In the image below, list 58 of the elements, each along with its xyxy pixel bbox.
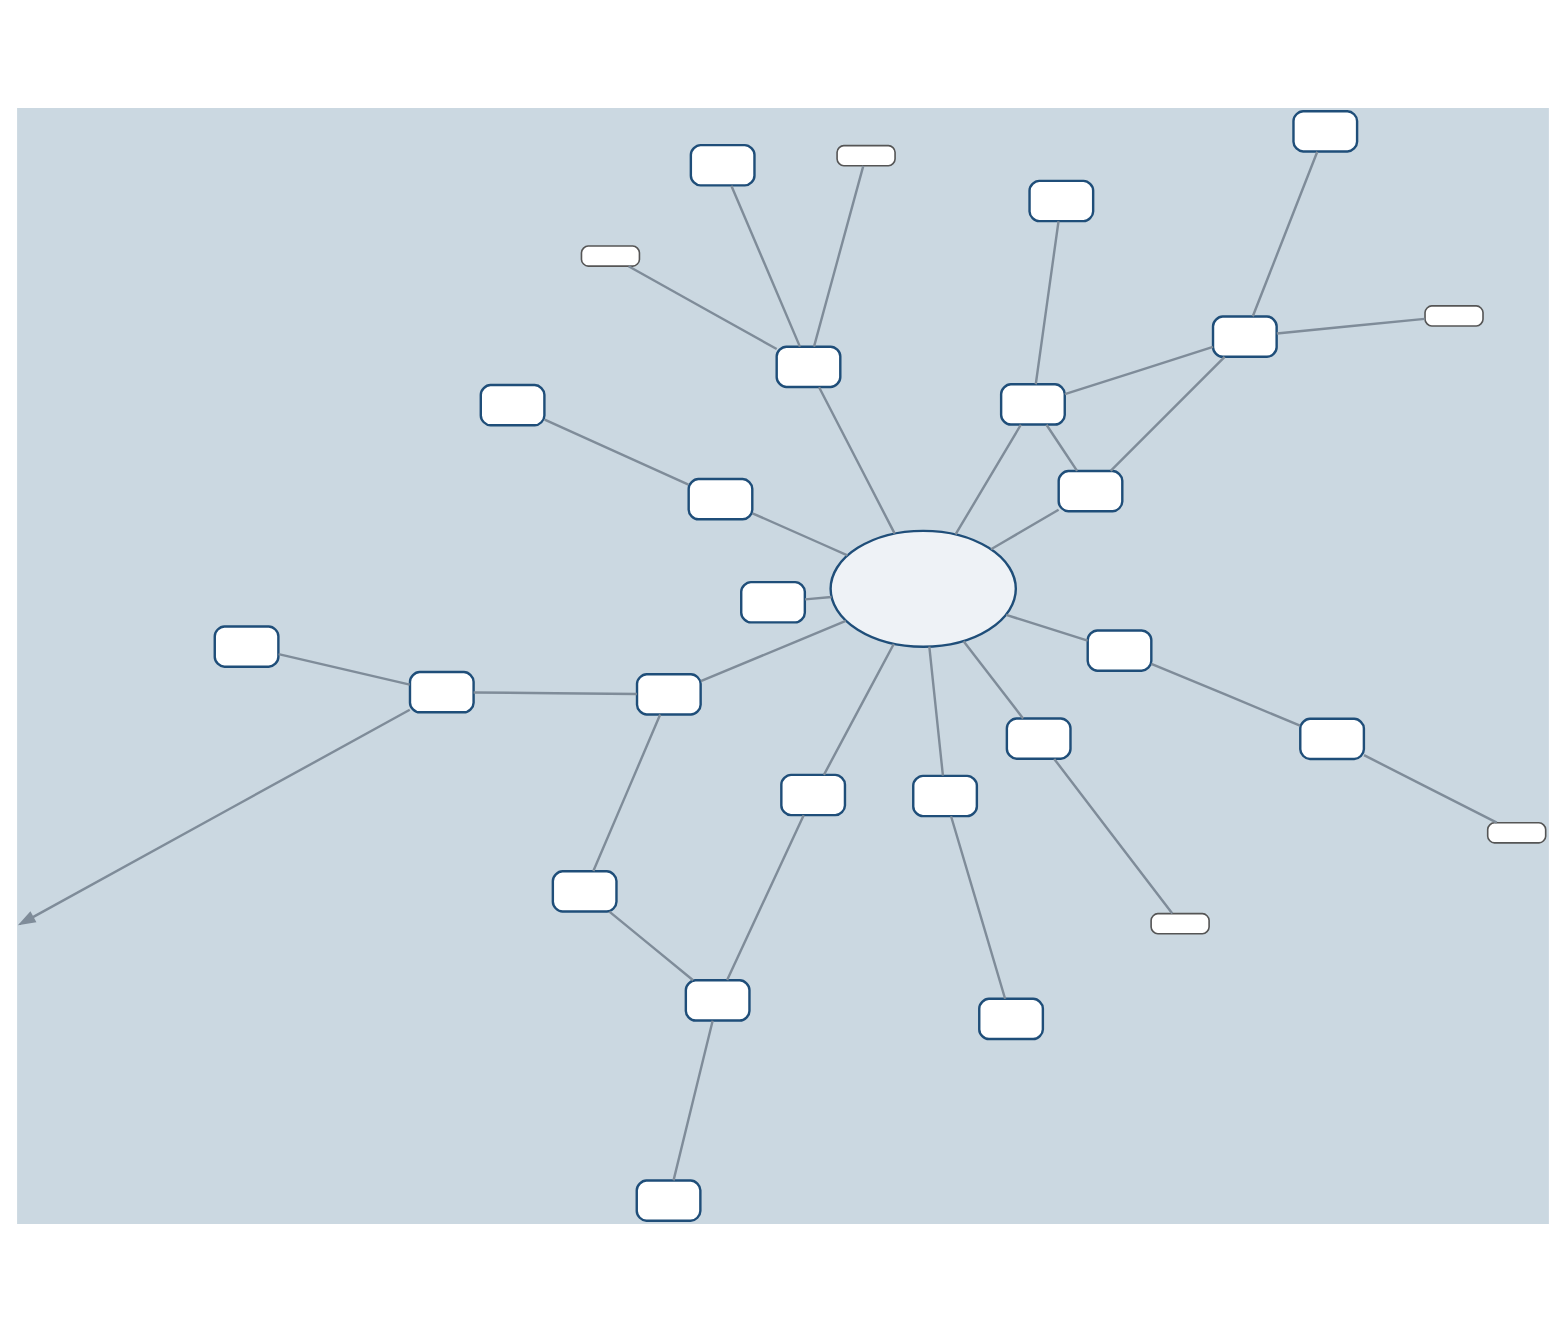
connector: [804, 595, 832, 601]
node-box: [1211, 315, 1278, 358]
connector: [812, 165, 865, 347]
node-box: [213, 625, 280, 668]
node-box: [635, 673, 702, 716]
connector: [1045, 424, 1079, 472]
node-box: [978, 997, 1045, 1041]
connector: [1276, 317, 1425, 335]
node-box: [687, 477, 754, 521]
connector: [1150, 662, 1301, 727]
node-box: [740, 580, 807, 624]
connector: [1251, 151, 1319, 317]
connector: [1363, 754, 1498, 824]
connector: [278, 652, 411, 686]
connector: [672, 1020, 714, 1181]
connector: [818, 386, 896, 535]
connector: [928, 646, 945, 776]
connector: [627, 265, 778, 351]
connector: [592, 714, 662, 872]
node-box: [408, 670, 475, 714]
node-box: [1028, 179, 1095, 223]
connector: [822, 643, 895, 776]
node-box: [1299, 717, 1366, 761]
node-box: [912, 774, 979, 818]
connector: [1109, 356, 1226, 472]
node-pill: [1150, 912, 1210, 935]
node-box: [635, 1179, 702, 1222]
node-box: [1005, 717, 1072, 760]
node-box: [780, 773, 847, 817]
node-box: [689, 143, 756, 187]
connector: [1034, 221, 1060, 385]
node-box: [551, 870, 618, 913]
node-box: [775, 345, 842, 389]
connector: [962, 640, 1025, 720]
connector: [954, 424, 1022, 536]
node-box: [479, 383, 546, 427]
connector: [544, 418, 689, 486]
node-box: [1086, 629, 1153, 672]
connector: [473, 691, 637, 696]
node-box: [1292, 110, 1359, 153]
node-box: [999, 383, 1066, 426]
connector: [1064, 345, 1214, 396]
connector: [700, 619, 847, 683]
connector: [752, 512, 848, 557]
connector: [1053, 758, 1174, 915]
node-box: [684, 979, 751, 1022]
connector: [949, 815, 1007, 1000]
connector: [608, 910, 694, 982]
node-pill: [1424, 305, 1484, 327]
node-pill: [1486, 821, 1547, 844]
connector: [726, 814, 805, 981]
node-box: [1057, 469, 1124, 513]
node-cloud: [829, 529, 1018, 648]
connector: [730, 185, 801, 348]
connector: [1005, 613, 1088, 642]
node-pill: [836, 144, 896, 167]
connector: [990, 508, 1060, 551]
node-pill: [580, 245, 641, 267]
